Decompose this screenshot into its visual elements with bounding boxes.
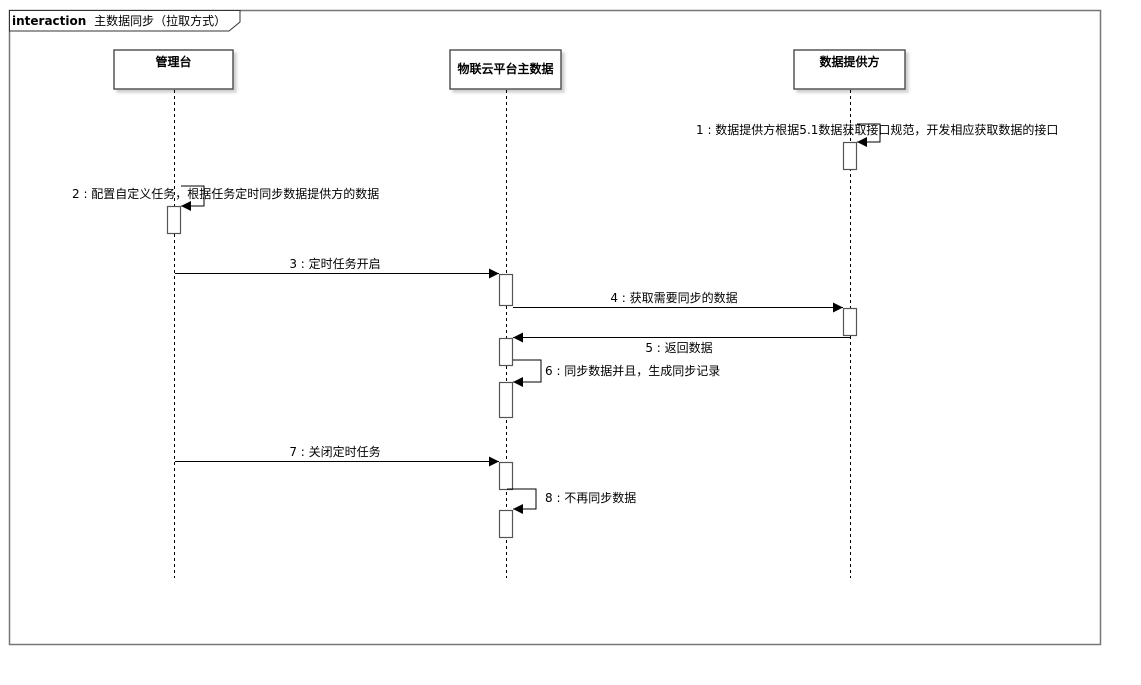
message-4[interactable]: 4 : 获取需要同步的数据: [513, 290, 843, 313]
lifeline-provider[interactable]: 数据提供方: [793, 49, 906, 90]
lifeline-admin-label: 管理台: [155, 54, 191, 69]
frame-title-tab: [9, 10, 241, 32]
message-1[interactable]: 1 : 数据提供方根据5.1数据获取接口规范，开发相应获取数据的接口: [696, 122, 1058, 147]
frame-title: interaction 主数据同步（拉取方式）: [12, 13, 226, 28]
message-8-label: 8 : 不再同步数据: [545, 490, 636, 505]
interaction-frame: [8, 9, 1102, 646]
message-8[interactable]: 8 : 不再同步数据: [507, 488, 636, 514]
activation-iot-3: [498, 273, 514, 307]
activation-provider-1: [842, 141, 858, 171]
message-1-label: 1 : 数据提供方根据5.1数据获取接口规范，开发相应获取数据的接口: [696, 122, 1058, 137]
message-6[interactable]: 6 : 同步数据并且，生成同步记录: [513, 359, 720, 387]
message-5-label: 5 : 返回数据: [645, 340, 712, 355]
activation-iot-8: [498, 509, 514, 539]
message-2-label: 2 : 配置自定义任务，根据任务定时同步数据提供方的数据: [72, 186, 379, 201]
message-3[interactable]: 3 : 定时任务开启: [175, 256, 499, 279]
activation-iot-7: [498, 461, 514, 491]
activation-provider-4: [842, 307, 858, 337]
message-6-label: 6 : 同步数据并且，生成同步记录: [545, 363, 720, 378]
message-5[interactable]: 5 : 返回数据: [513, 332, 850, 356]
message-2[interactable]: 2 : 配置自定义任务，根据任务定时同步数据提供方的数据: [72, 185, 379, 211]
message-7-label: 7 : 关闭定时任务: [289, 444, 380, 459]
activation-iot-6: [498, 381, 514, 419]
message-4-label: 4 : 获取需要同步的数据: [610, 290, 737, 305]
message-3-label: 3 : 定时任务开启: [289, 256, 380, 271]
lifeline-iot-label: 物联云平台主数据: [457, 61, 553, 76]
lifeline-iot[interactable]: 物联云平台主数据: [449, 49, 562, 90]
activation-admin-2: [166, 205, 182, 235]
lifeline-admin[interactable]: 管理台: [113, 49, 234, 90]
lifeline-provider-label: 数据提供方: [819, 54, 879, 69]
message-7[interactable]: 7 : 关闭定时任务: [175, 444, 499, 467]
activation-iot-5: [498, 337, 514, 367]
